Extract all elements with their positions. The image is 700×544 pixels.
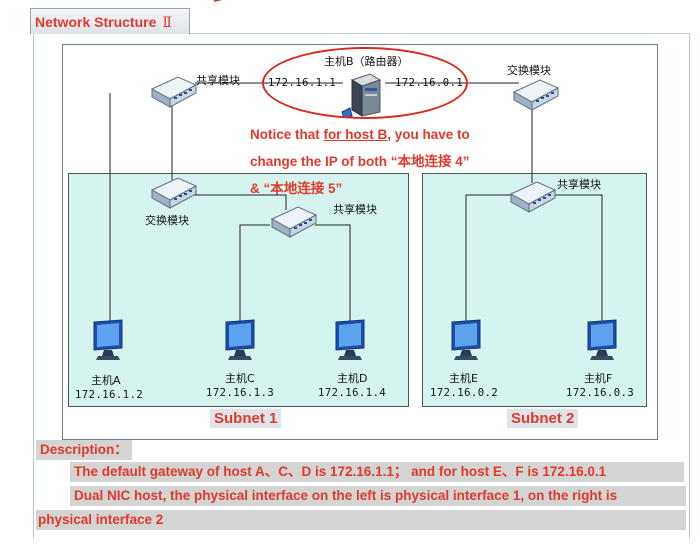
subnet-2-area: [422, 173, 647, 407]
wire-shared-to-host-c: [239, 224, 270, 330]
router-ip-right: 172.16.0.1: [395, 77, 464, 89]
description-label: Description：: [36, 440, 132, 460]
notice-line-2: change the IP of both “本地连接 4”: [250, 154, 470, 169]
host-e-ip: 172.16.0.2: [430, 387, 499, 399]
host-d-name: 主机D: [337, 372, 368, 385]
wire-shared-to-host-d: [315, 224, 351, 330]
router-name-label: 主机B（路由器）: [324, 55, 409, 68]
pc-monitor-icon: [225, 319, 255, 360]
header-rule: [190, 33, 690, 34]
wire-shared-to-host-f: [552, 194, 603, 330]
section-title-tab: Network Structure Ⅱ: [30, 8, 190, 34]
pc-monitor-icon: [451, 319, 481, 360]
subnet-1-label: Subnet 1: [210, 409, 282, 428]
slide-frame: [33, 34, 690, 539]
host-c-ip: 172.16.1.3: [206, 387, 275, 399]
module-label-shared-subnet1: 共享模块: [333, 203, 377, 216]
router-ip-left: 172.16.1.1: [268, 77, 337, 89]
description-line-3: physical interface 2: [36, 510, 686, 530]
notice-line-1: Notice that for host B, you have to: [250, 121, 510, 148]
pc-monitor-icon: [587, 319, 617, 360]
notice-line1-rest: , you have to: [387, 127, 470, 142]
host-a-ip: 172.16.1.2: [75, 389, 144, 401]
module-label-switch-top: 交换模块: [507, 64, 551, 77]
module-label-shared-top: 共享模块: [196, 74, 240, 87]
subnet-1-area: [68, 173, 409, 407]
wire-shared-to-host-e: [465, 194, 512, 330]
module-label-shared-subnet2: 共享模块: [557, 178, 601, 191]
host-a-name: 主机A: [91, 374, 121, 387]
network-module-icon: [509, 181, 557, 213]
router-highlight-ellipse: [262, 47, 468, 119]
host-f-name: 主机F: [584, 372, 613, 385]
network-module-icon: [270, 206, 318, 238]
notice-prefix: Notice that: [250, 127, 324, 142]
network-module-icon: [512, 79, 560, 111]
pc-monitor-icon: [93, 319, 123, 360]
section-numeral: Ⅱ: [162, 15, 172, 31]
pc-monitor-icon: [335, 319, 365, 360]
section-title: Network Structure: [35, 14, 157, 30]
module-label-switch-subnet1: 交换模块: [145, 214, 189, 227]
wire-switch-to-shared-1: [192, 194, 287, 210]
network-module-icon: [150, 76, 198, 108]
notice-underlined: for host B: [323, 127, 388, 142]
host-f-ip: 172.16.0.3: [566, 387, 635, 399]
host-e-name: 主机E: [449, 372, 478, 385]
network-module-icon: [150, 177, 198, 209]
subnet-2-label: Subnet 2: [507, 409, 579, 428]
description-line-2: Dual NIC host, the physical interface on…: [70, 486, 686, 506]
notice-text: Notice that for host B, you have to chan…: [250, 121, 510, 202]
host-d-ip: 172.16.1.4: [318, 387, 387, 399]
host-c-name: 主机C: [225, 372, 255, 385]
notice-line-3: & “本地连接 5”: [250, 181, 343, 196]
description-line-1: The default gateway of host A、C、D is 172…: [70, 462, 684, 482]
